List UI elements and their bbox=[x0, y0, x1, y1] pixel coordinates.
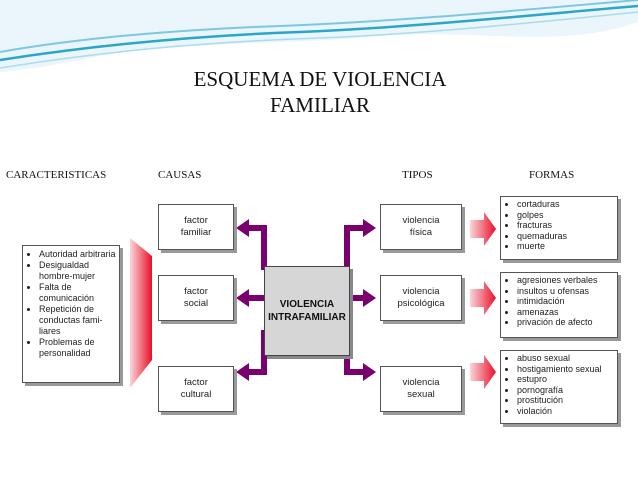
list-item: estupro bbox=[517, 374, 617, 385]
formas-list-fisica: cortaduras golpes fracturas quemaduras m… bbox=[501, 197, 617, 252]
type-label-line2: sexual bbox=[407, 389, 435, 400]
cause-label-line1: factor bbox=[184, 215, 208, 226]
title-line-1: ESQUEMA DE VIOLENCIA bbox=[193, 67, 447, 91]
type-box-fisica: violencia física bbox=[380, 204, 462, 250]
cause-box-cultural: factor cultural bbox=[158, 366, 234, 412]
cause-box-social: factor social bbox=[158, 275, 234, 321]
arrow-fisica bbox=[470, 212, 496, 246]
center-label-line1: VIOLENCIA bbox=[279, 299, 335, 310]
list-item: Falta de comunicación bbox=[39, 282, 119, 304]
list-item: Problemas de personalidad bbox=[39, 337, 119, 359]
characteristics-box: Autoridad arbitraria Desigualdad hombre-… bbox=[22, 245, 120, 383]
header-caracteristicas: CARACTERISTICAS bbox=[6, 169, 107, 181]
list-item: Desigualdad hombre-mujer bbox=[39, 260, 119, 282]
list-item: pornografía bbox=[517, 385, 617, 396]
list-item: golpes bbox=[517, 210, 617, 221]
center-violencia-intrafamiliar: VIOLENCIA INTRAFAMILIAR bbox=[264, 266, 350, 356]
list-item: violación bbox=[517, 406, 617, 417]
type-box-psicologica: violencia psicológica bbox=[380, 275, 462, 321]
type-label-line1: violencia bbox=[402, 377, 440, 388]
formas-box-fisica: cortaduras golpes fracturas quemaduras m… bbox=[500, 196, 618, 260]
list-item: Autoridad arbitraria bbox=[39, 249, 119, 260]
formas-box-sexual: abuso sexual hostigamiento sexual estupr… bbox=[500, 350, 618, 424]
cause-label-line2: familiar bbox=[180, 227, 212, 238]
header-causas: CAUSAS bbox=[158, 169, 202, 181]
connector-fisica bbox=[344, 225, 364, 270]
connector-familiar bbox=[247, 225, 267, 270]
list-item: insultos u ofensas bbox=[517, 286, 617, 297]
list-item: muerte bbox=[517, 241, 617, 252]
cause-box-familiar: factor familiar bbox=[158, 204, 234, 250]
list-item: prostitución bbox=[517, 395, 617, 406]
type-box-sexual: violencia sexual bbox=[380, 366, 462, 412]
header-tipos: TIPOS bbox=[402, 169, 433, 181]
list-item: abuso sexual bbox=[517, 353, 617, 364]
arrow-psicologica bbox=[470, 281, 496, 315]
characteristics-list: Autoridad arbitraria Desigualdad hombre-… bbox=[23, 246, 119, 359]
type-label-line2: psicológica bbox=[397, 298, 445, 309]
diagram-title: ESQUEMA DE VIOLENCIA FAMILIAR bbox=[150, 66, 490, 118]
list-item: cortaduras bbox=[517, 199, 617, 210]
list-item: quemaduras bbox=[517, 231, 617, 242]
list-item: intimidación bbox=[517, 296, 617, 307]
cause-label-line2: cultural bbox=[180, 389, 212, 400]
list-item: fracturas bbox=[517, 220, 617, 231]
characteristics-arrow bbox=[130, 238, 152, 388]
header-wave-decoration bbox=[0, 0, 638, 72]
list-item: hostigamiento sexual bbox=[517, 364, 617, 375]
list-item: amenazas bbox=[517, 307, 617, 318]
type-label-line2: física bbox=[409, 227, 433, 238]
list-item: privación de afecto bbox=[517, 317, 617, 328]
list-item: Repetición de conductas fami-liares bbox=[39, 304, 119, 337]
formas-list-sexual: abuso sexual hostigamiento sexual estupr… bbox=[501, 351, 617, 416]
formas-box-psicologica: agresiones verbales insultos u ofensas i… bbox=[500, 272, 618, 338]
cause-label-line1: factor bbox=[184, 377, 208, 388]
list-item: agresiones verbales bbox=[517, 275, 617, 286]
type-label-line1: violencia bbox=[402, 215, 440, 226]
header-formas: FORMAS bbox=[529, 169, 575, 181]
connector-cultural bbox=[247, 330, 267, 375]
cause-label-line1: factor bbox=[184, 286, 208, 297]
arrow-sexual bbox=[470, 355, 496, 389]
title-line-2: FAMILIAR bbox=[270, 93, 370, 117]
type-label-line1: violencia bbox=[402, 286, 440, 297]
formas-list-psicologica: agresiones verbales insultos u ofensas i… bbox=[501, 273, 617, 328]
center-label-line2: INTRAFAMILIAR bbox=[268, 312, 346, 323]
cause-label-line2: social bbox=[183, 298, 209, 309]
